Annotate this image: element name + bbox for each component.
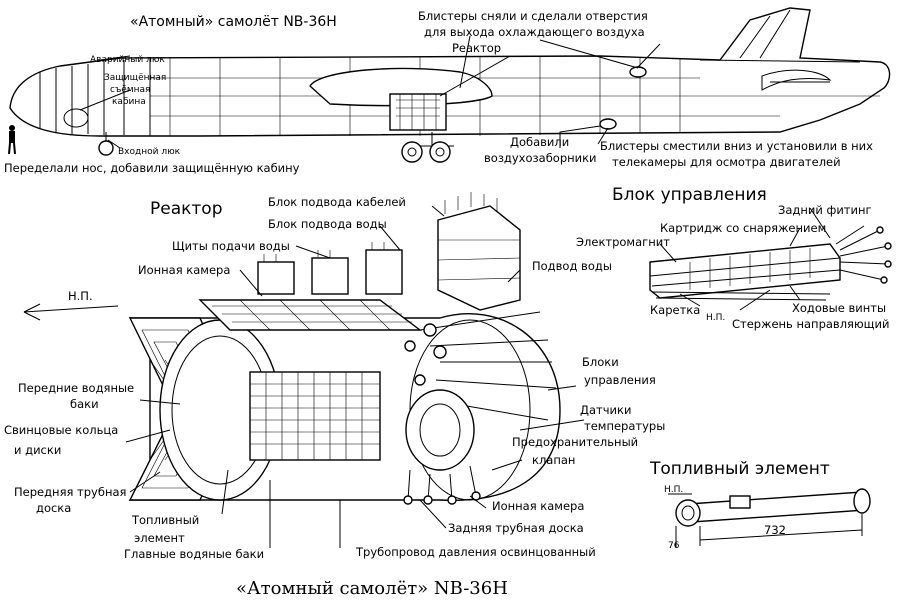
label-blisters-moved-2: телекамеры для осмотра двигателей [612,155,841,169]
label-electromagnet: Электромагнит [576,235,670,249]
fuel-element-length: 732 [764,523,786,537]
label-emergency-hatch: Аварийный люк [90,55,165,65]
label-lead-rings-1: Свинцовые кольца [4,423,118,437]
fuel-element-np-label: Н.П. [664,485,683,495]
label-safety-valve-2: клапан [532,453,575,467]
label-guide-rod: Стержень направляющий [732,317,889,331]
reactor-np-label: Н.П. [68,289,93,303]
label-rear-fitting: Задний фитинг [778,203,872,217]
reactor-drawing [23,192,585,548]
fuel-element-diameter: 76 [668,541,680,551]
label-ion-chamber-bottom: Ионная камера [492,499,584,513]
reactor-heading: Реактор [150,199,223,219]
label-water-supply-block: Блок подвода воды [268,217,387,231]
label-air-intakes-2: воздухозаборники [484,151,597,165]
label-air-intakes-1: Добавили [510,135,569,149]
label-control-blocks-2: управления [584,373,656,387]
label-front-tube-sheet-1: Передняя трубная [14,485,126,499]
label-cartridge: Картридж со снаряжением [660,221,826,235]
label-safety-valve-1: Предохранительный [512,435,638,449]
label-temp-sensors-1: Датчики [580,403,631,417]
label-reactor-plane: Реактор [452,41,501,55]
label-lead-screws: Ходовые винты [792,301,886,315]
fuel-element-heading: Топливный элемент [649,459,830,479]
label-front-tube-sheet-2: доска [36,501,71,515]
aircraft-drawing [8,7,891,163]
label-fuel-element-1: Топливный [131,513,199,527]
label-blisters-removed-2: для выхода охлаждающего воздуха [424,25,645,39]
human-scale-figure [8,125,16,155]
label-nose-note: Переделали нос, добавили защищённую каби… [4,161,300,175]
control-block-drawing [649,207,892,311]
label-rear-tube-sheet: Задняя трубная доска [448,521,584,535]
control-block-heading: Блок управления [612,185,767,205]
label-lead-rings-2: и диски [14,443,61,457]
label-blisters-moved-1: Блистеры сместили вниз и установили в ни… [600,139,873,153]
label-cable-supply: Блок подвода кабелей [268,195,406,209]
label-front-tanks-1: Передние водяные [18,381,134,395]
label-fuel-element-2: элемент [134,531,185,545]
label-ion-chamber-top: Ионная камера [138,263,230,277]
aircraft-title: «Атомный» самолёт NB-36H [130,14,337,30]
label-entry-hatch: Входной люк [118,147,181,157]
label-pipeline: Трубопровод давления освинцованный [355,545,596,559]
label-cabin-1: Защищённая [104,73,166,83]
label-carriage: Каретка [650,303,700,317]
fuel-element-drawing [668,488,871,548]
label-water-shields: Щиты подачи воды [172,239,290,253]
label-water-inlet: Подвод воды [532,259,612,273]
control-block-np-label: Н.П. [706,313,725,323]
label-front-tanks-2: баки [70,397,99,411]
label-control-blocks-1: Блоки [582,355,619,369]
label-cabin-2: съёмная [110,85,150,95]
label-temp-sensors-2: температуры [584,419,665,433]
label-blisters-removed-1: Блистеры сняли и сделали отверстия [418,9,648,23]
label-main-tanks: Главные водяные баки [124,547,264,561]
label-cabin-3: кабина [112,97,146,107]
figure-caption: «Атомный самолёт» NB-36H [236,578,508,599]
